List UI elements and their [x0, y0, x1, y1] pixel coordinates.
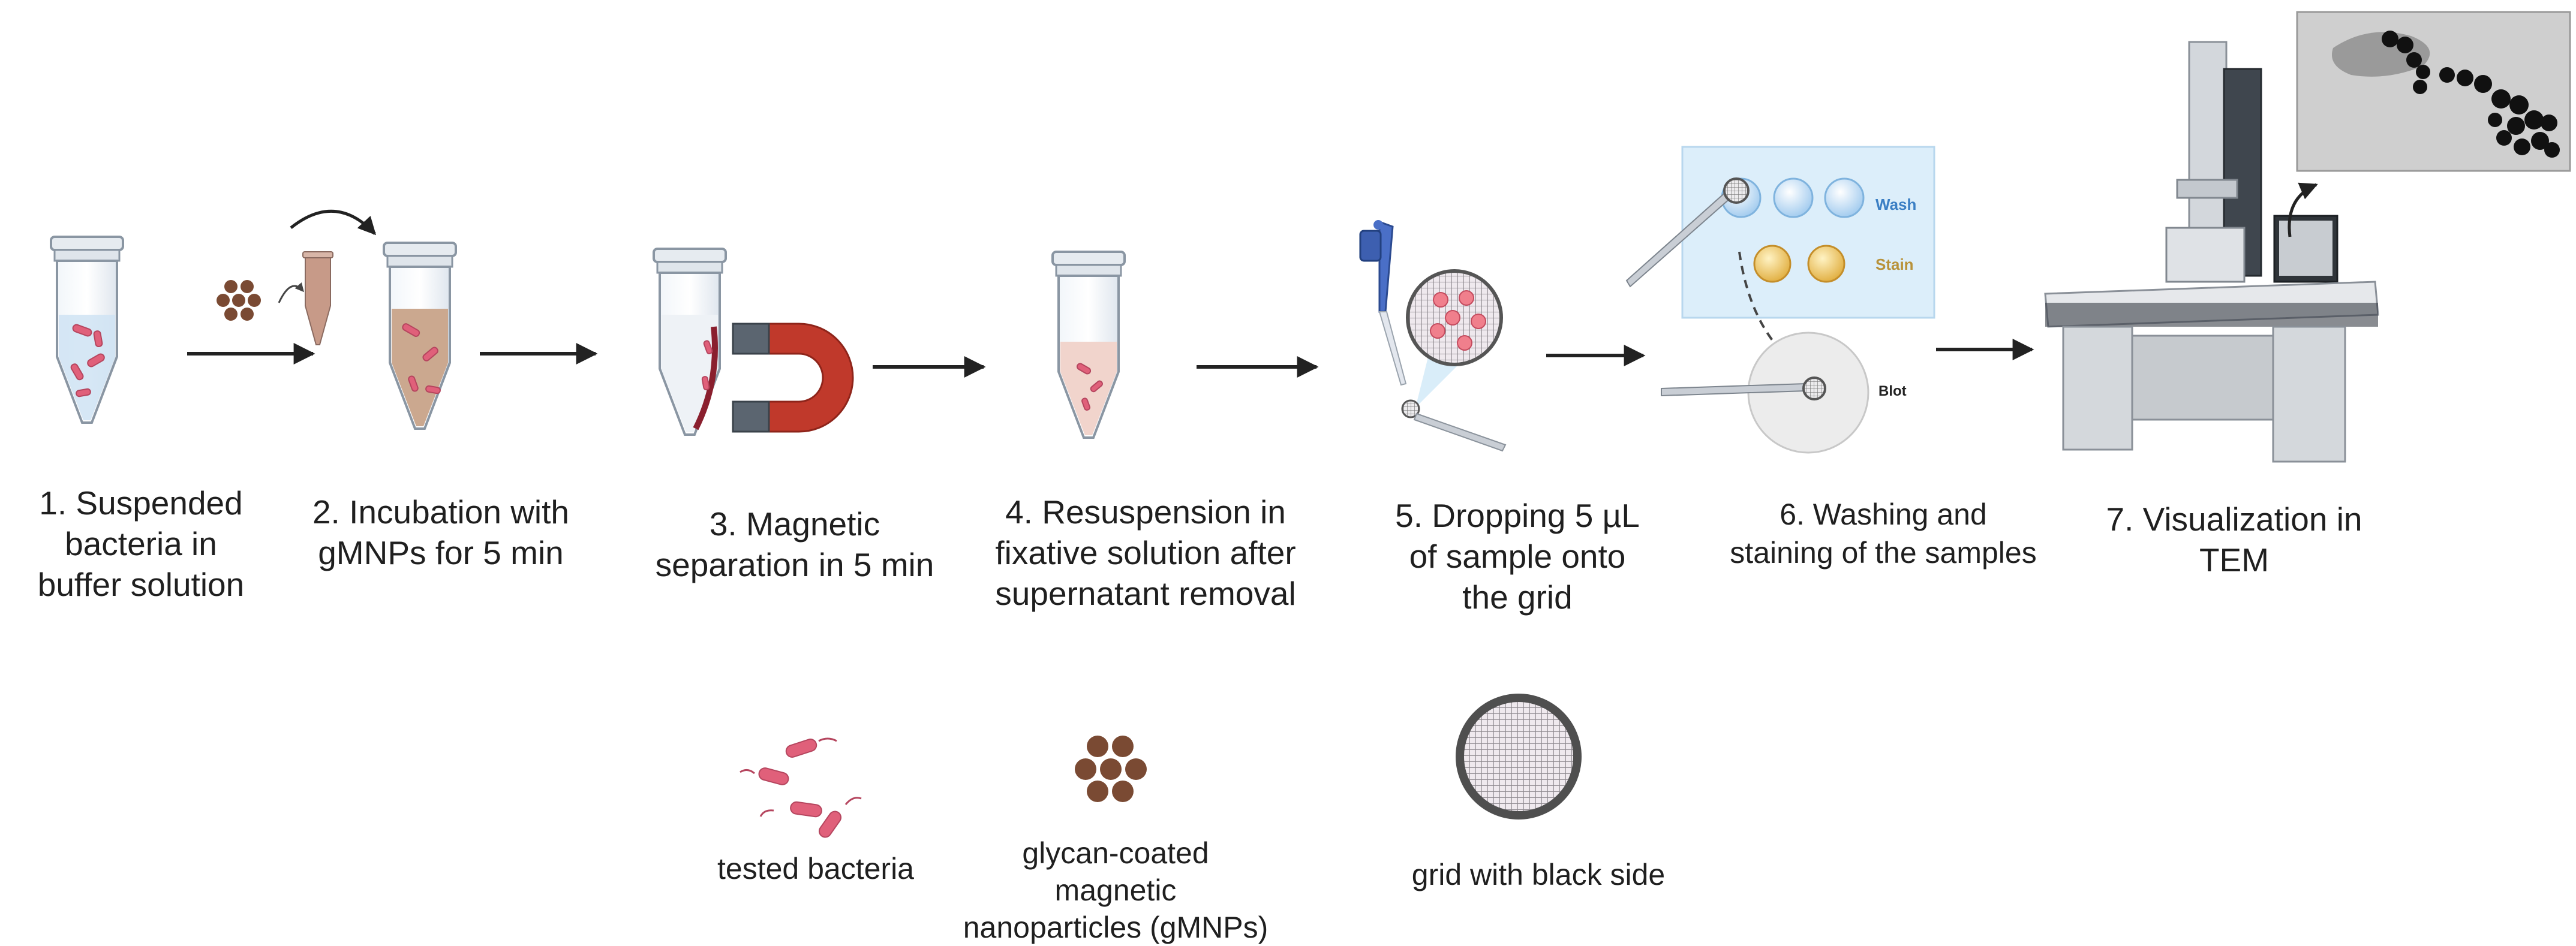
step7-label: 7. Visualization in TEM [2106, 501, 2362, 579]
step3-tube-icon [653, 248, 727, 436]
tem-image-inset [2296, 11, 2571, 172]
legend-grid-label: grid with black side [1411, 858, 1666, 891]
workflow-diagram: Wash Stain Blot [50, 11, 2571, 838]
stain-label: Stain [1875, 255, 1914, 273]
pipette-icon [1359, 220, 1407, 386]
wash-label: Wash [1875, 195, 1916, 213]
step3-label: 3. Magnetic separation in 5 min [655, 505, 934, 583]
bacteria-icon [740, 737, 862, 838]
blot-paper-icon: Blot [1661, 332, 1907, 454]
image-output-arrow [2288, 182, 2318, 237]
blot-label: Blot [1878, 383, 1907, 399]
step2-label: 2. Incubation with gMNPs for 5 min [312, 493, 570, 571]
legend-bacteria-label: tested bacteria [717, 852, 914, 885]
step6-label: 6. Washing and staining of the samples [1730, 498, 2037, 570]
gmnp-addition-icon [217, 209, 377, 345]
step4-tube-icon [1051, 251, 1126, 439]
step1-tube-icon [50, 236, 124, 424]
step5-label: 5. Dropping 5 µL of sample onto the grid [1395, 497, 1640, 616]
wash-stain-panel: Wash Stain [1681, 146, 1935, 373]
tweezers-icon [1625, 177, 1750, 288]
step2-tube-icon [383, 242, 457, 430]
legend-gmnp-label: glycan-coated magnetic nanoparticles (gM… [963, 836, 1269, 944]
grid-icon [1456, 694, 1582, 820]
nanoparticles-icon [1075, 736, 1147, 802]
step1-label: 1. Suspended bacteria in buffer solution [37, 484, 245, 603]
drop-zoom-icon [1401, 269, 1507, 452]
step4-label: 4. Resuspension in fixative solution aft… [995, 493, 1296, 612]
magnet-icon [732, 323, 854, 433]
